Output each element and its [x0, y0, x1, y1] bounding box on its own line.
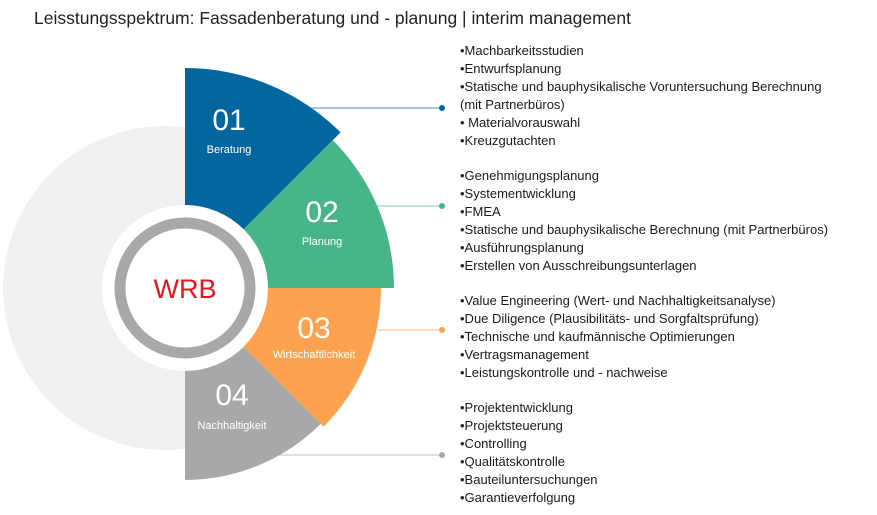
- segment-beratung: [185, 68, 341, 232]
- list-item: •Due Diligence (Plausibilitäts- und Sorg…: [460, 311, 759, 326]
- gray-ring: [114, 217, 256, 359]
- list-item: •Projektentwicklung: [460, 400, 573, 415]
- list-item: •Technische und kaufmännische Optimierun…: [460, 329, 735, 344]
- list-item: •Leistungskontrolle und - nachweise: [460, 365, 668, 380]
- segment-label: Wirtschaftlichkeit: [273, 349, 356, 361]
- connector-dot: [439, 203, 445, 209]
- list-item: •Entwurfsplanung: [460, 61, 562, 76]
- list-planung: •Genehmigungsplanung •Systementwicklung •F…: [460, 167, 828, 275]
- list-item: •Value Engineering (Wert- und Nachhaltig…: [460, 293, 776, 308]
- list-item: •Statische und bauphysikalische Vorunter…: [460, 79, 822, 94]
- list-item: •Garantieverfolgung: [460, 490, 576, 505]
- page-title: Leisstungsspektrum: Fassadenberatung und…: [34, 8, 631, 28]
- list-item: •FMEA: [460, 204, 501, 219]
- list-item: •Controlling: [460, 436, 527, 451]
- connector-dot: [439, 327, 445, 333]
- connector-dot: [439, 452, 445, 458]
- list-beratung: •Machbarkeitsstudien •Entwurfsplanung •Sta…: [460, 42, 822, 150]
- segment-number: 02: [305, 196, 338, 229]
- list-item: •Qualitätskontrolle: [460, 454, 565, 469]
- list-item: •Machbarkeitsstudien: [460, 43, 584, 58]
- list-item: •Systementwicklung: [460, 186, 576, 201]
- connector-dot: [439, 105, 445, 111]
- list-item: •Bauteiluntersuchungen: [460, 472, 598, 487]
- list-item: •Statische und bauphysikalische Berechnu…: [460, 222, 829, 237]
- segment-nachhaltigkeit: [185, 344, 321, 480]
- list-item: •Kreuzgutachten: [460, 133, 556, 148]
- list-item: •Ausführungsplanung: [460, 240, 584, 255]
- segment-wirtschaftlichkeit: [241, 288, 381, 427]
- list-item: •Erstellen von Ausschreibungsunterlagen: [460, 258, 697, 273]
- list-item: •Vertragsmanagement: [460, 347, 589, 362]
- segment-number: 01: [212, 104, 245, 137]
- list-item: •Projektsteuerung: [460, 418, 563, 433]
- list-nachhaltigkeit: •Projektentwicklung •Projektsteuerung •Con…: [460, 399, 598, 507]
- segment-planung: [241, 140, 394, 288]
- segment-label: Planung: [302, 236, 342, 248]
- segment-label: Beratung: [207, 144, 252, 156]
- segment-label: Nachhaltigkeit: [197, 420, 266, 432]
- segment-number: 04: [215, 379, 248, 412]
- list-wirtschaftlichkeit: •Value Engineering (Wert- und Nachhaltig…: [460, 292, 776, 382]
- list-item: (mit Partnerbüros): [460, 97, 565, 112]
- list-item: •Genehmigungsplanung: [460, 168, 599, 183]
- segment-number: 03: [297, 312, 330, 345]
- center-label: WRB: [154, 274, 217, 304]
- list-item: • Materialvorauswahl: [460, 115, 581, 130]
- white-center-circle: [102, 205, 268, 371]
